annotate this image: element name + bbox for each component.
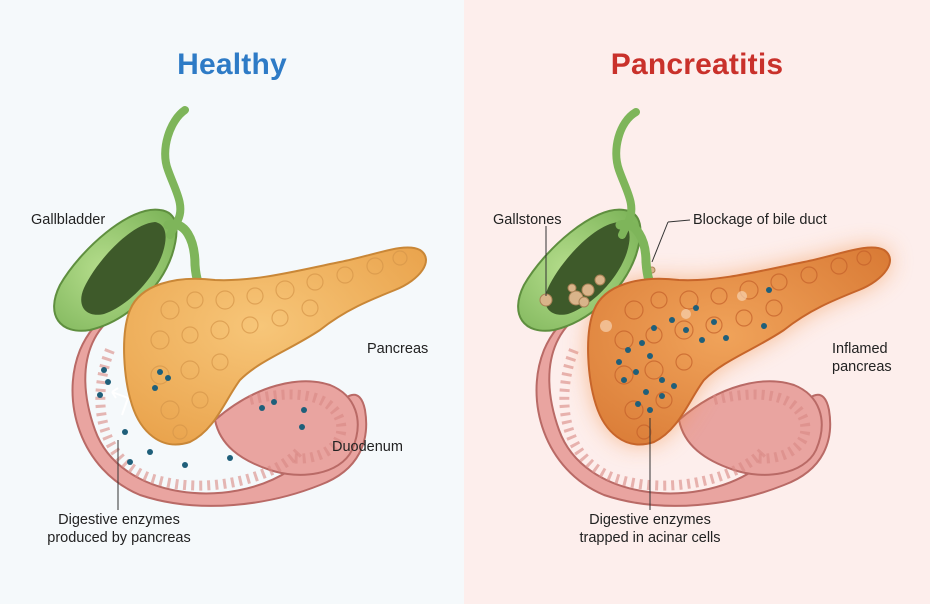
release-arrows <box>111 387 129 416</box>
label-enzymes-trapped-line1: Digestive enzymes <box>589 512 711 528</box>
blockage-leader-line <box>667 219 691 223</box>
label-enzymes-produced: Digestive enzymes produced by pancreas <box>24 511 214 547</box>
bile-duct <box>161 106 210 297</box>
label-inflamed-line2: pancreas <box>832 359 892 375</box>
blockage-leader-line-2 <box>651 221 669 263</box>
label-duodenum: Duodenum <box>332 439 403 455</box>
label-enzymes-trapped-line2: trapped in acinar cells <box>579 530 721 546</box>
healthy-illustration <box>53 106 427 510</box>
label-enzymes-produced-line2: produced by pancreas <box>47 530 191 546</box>
label-gallbladder: Gallbladder <box>31 212 106 228</box>
label-inflamed-line1: Inflamed <box>832 341 888 357</box>
label-inflamed-pancreas: Inflamed pancreas <box>832 340 892 376</box>
panel-title-healthy: Healthy <box>177 48 287 81</box>
pancreas <box>123 246 427 446</box>
pancreatitis-illustration <box>517 108 891 510</box>
gallstones <box>539 266 656 308</box>
gallbladder <box>53 208 178 332</box>
label-gallstones: Gallstones <box>493 212 562 228</box>
panel-title-pancreatitis: Pancreatitis <box>610 48 784 81</box>
label-enzymes-trapped: Digestive enzymes trapped in acinar cell… <box>555 511 745 547</box>
enzyme-dots <box>97 367 307 468</box>
healthy-panel: Healthy Gallbladder Pancreas Duodenum Di… <box>0 0 464 604</box>
label-blockage-bile-duct: Blockage of bile duct <box>693 212 827 228</box>
label-enzymes-produced-line1: Digestive enzymes <box>58 512 180 528</box>
label-pancreas: Pancreas <box>367 341 429 357</box>
trapped-enzyme-dots <box>616 287 772 413</box>
pancreatitis-panel: Pancreatitis Gallstones Blockage of bile… <box>464 0 930 604</box>
